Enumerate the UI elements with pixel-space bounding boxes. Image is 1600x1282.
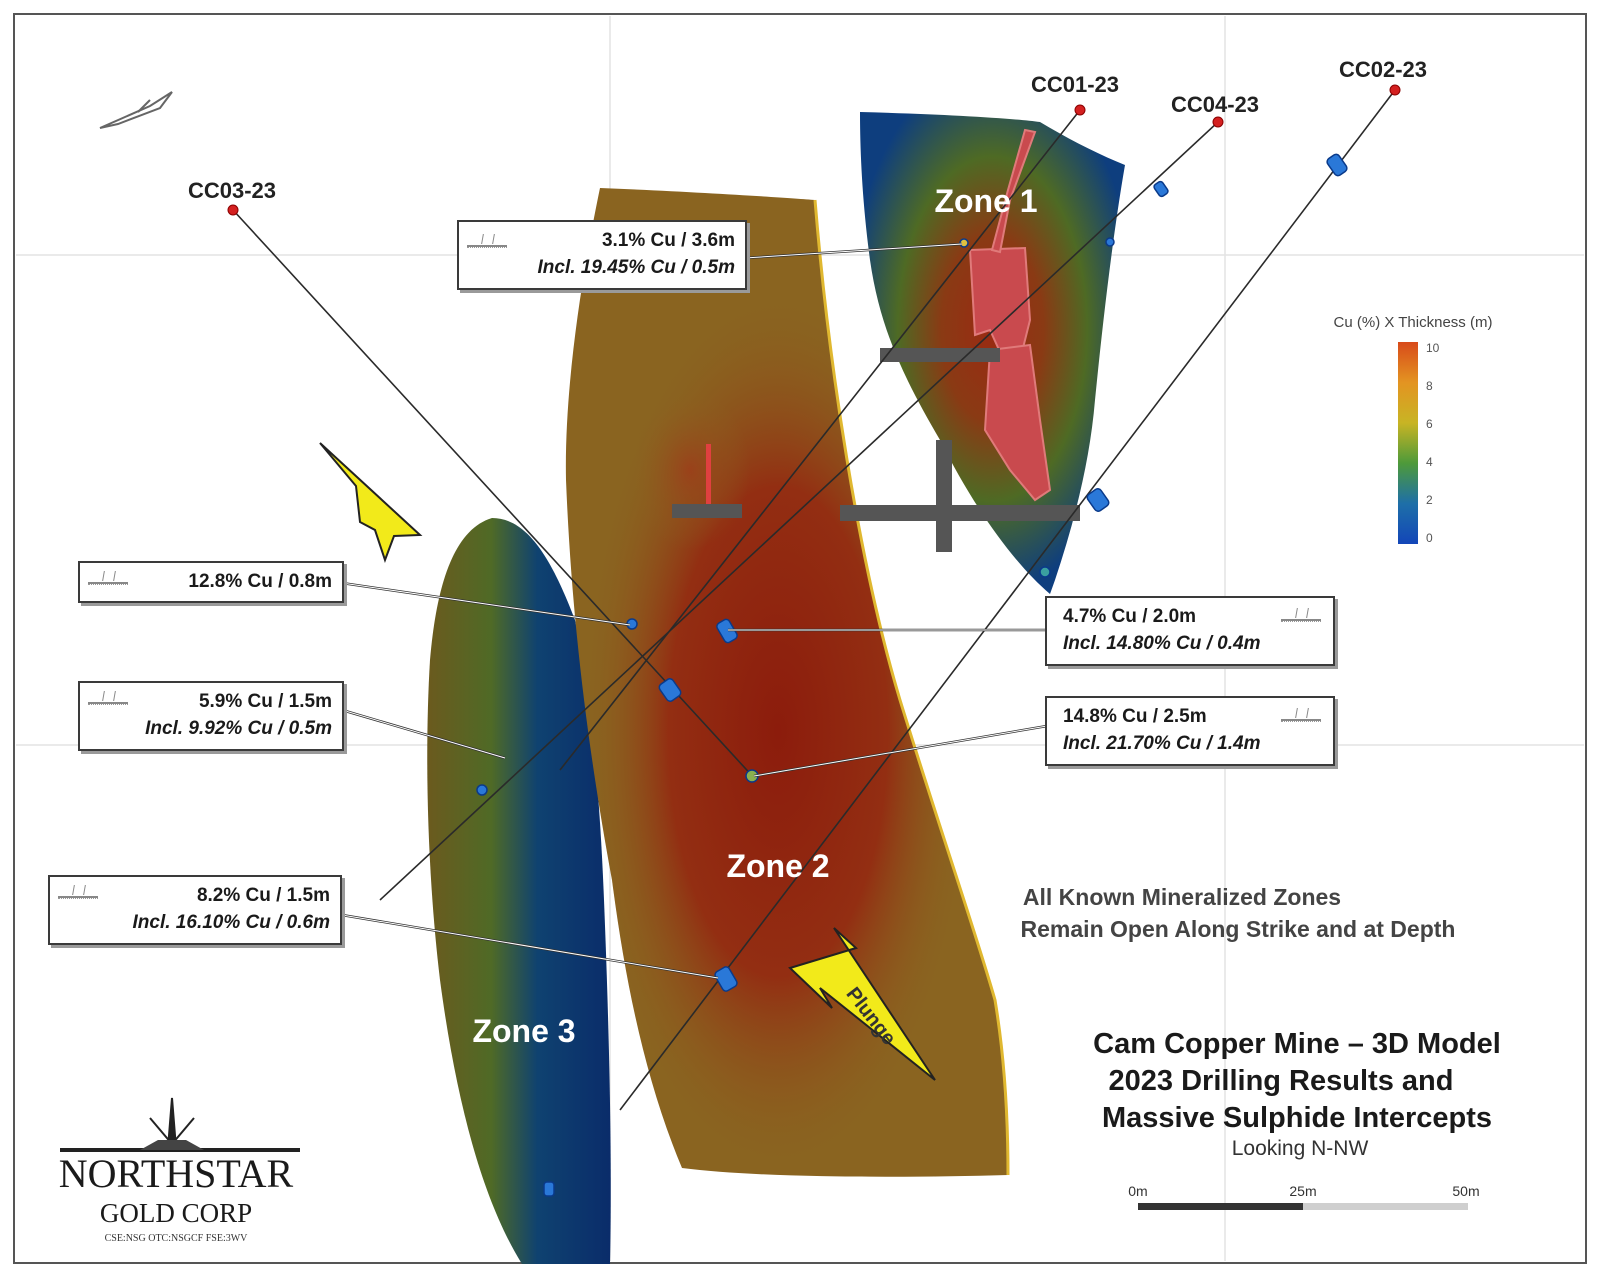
- zone-3-shape: [427, 518, 611, 1264]
- zone-1-label: Zone 1: [934, 183, 1037, 219]
- zone-2-label: Zone 2: [726, 848, 829, 884]
- callout-line-2: Incl. 9.92% Cu / 0.5m: [145, 718, 332, 739]
- northstar-mini-logo-icon: [88, 691, 128, 711]
- callout-line-2: Incl. 14.80% Cu / 0.4m: [1063, 633, 1261, 654]
- northstar-mini-logo-icon: [467, 234, 507, 254]
- northstar-mini-logo-icon: [1281, 608, 1321, 628]
- northstar-mini-logo-icon: [58, 885, 98, 905]
- intercept-callout-14-8-cu: 14.8% Cu / 2.5m Incl. 21.70% Cu / 1.4m: [1045, 696, 1335, 766]
- callout-line-2: Incl. 21.70% Cu / 1.4m: [1063, 733, 1261, 754]
- drillhole-label-cc02-23: CC02-23: [1339, 57, 1427, 82]
- legend-tick-label: 8: [1426, 379, 1433, 393]
- view-direction: Looking N-NW: [1232, 1137, 1369, 1160]
- drillhole-cc04-23-trace: [379, 121, 1219, 901]
- intercept-callout-8-2-cu: 8.2% Cu / 1.5m Incl. 16.10% Cu / 0.6m: [48, 875, 342, 945]
- figure-title-line-1: Cam Copper Mine – 3D Model: [1093, 1028, 1501, 1060]
- callout-line-1: 4.7% Cu / 2.0m: [1063, 606, 1197, 627]
- intercept-callout-3-1-cu: 3.1% Cu / 3.6m Incl. 19.45% Cu / 0.5m: [457, 220, 747, 290]
- zone-1-sulphide-bodies: [968, 128, 1052, 502]
- callout-line-1: 5.9% Cu / 1.5m: [198, 691, 332, 712]
- open-zones-note-line-2: Remain Open Along Strike and at Depth: [1021, 916, 1456, 942]
- drillhole-label-cc04-23: CC04-23: [1171, 92, 1259, 117]
- legend-ticks: 10 8 6 4 2 0: [1426, 341, 1440, 545]
- callout-line-1: 12.8% Cu / 0.8m: [188, 571, 332, 592]
- plunge-arrow-icon: [788, 927, 936, 1081]
- legend-tick-label: 0: [1426, 531, 1433, 545]
- drillhole-cc02-23-trace: [619, 89, 1396, 1111]
- intercept-markers: [476, 153, 1348, 1197]
- northstar-mini-logo-icon: [1281, 708, 1321, 728]
- callout-line-1: 8.2% Cu / 1.5m: [196, 885, 330, 906]
- logo-subname: GOLD CORP: [100, 1198, 252, 1228]
- northstar-logo-mark: [60, 1097, 300, 1152]
- callout-line-1: 14.8% Cu / 2.5m: [1063, 706, 1207, 727]
- legend-tick-label: 2: [1426, 493, 1433, 507]
- logo-name: NORTHSTAR: [59, 1151, 294, 1196]
- northstar-mini-logo-icon: [88, 571, 128, 591]
- figure-title-line-2: 2023 Drilling Results and: [1109, 1065, 1454, 1097]
- intercept-callout-12-8-cu: 12.8% Cu / 0.8m: [78, 561, 344, 603]
- mine-workings: [672, 348, 1080, 552]
- drillhole-label-cc03-23: CC03-23: [188, 178, 276, 203]
- scale-label-25: 25m: [1289, 1183, 1316, 1199]
- zone-3-label: Zone 3: [472, 1013, 575, 1049]
- figure-title-line-3: Massive Sulphide Intercepts: [1102, 1102, 1492, 1134]
- legend-tick-label: 4: [1426, 455, 1433, 469]
- zone-2-upper-shading: [630, 390, 750, 550]
- intercept-callout-5-9-cu: 5.9% Cu / 1.5m Incl. 9.92% Cu / 0.5m: [78, 681, 344, 751]
- scale-label-0: 0m: [1128, 1183, 1147, 1199]
- callout-line-2: Incl. 19.45% Cu / 0.5m: [537, 257, 735, 278]
- scale-label-50: 50m: [1452, 1183, 1479, 1199]
- callout-line-2: Incl. 16.10% Cu / 0.6m: [132, 912, 330, 933]
- open-zones-note-line-1: All Known Mineralized Zones: [1023, 884, 1341, 910]
- orientation-arrow-icon: [99, 91, 173, 129]
- drillhole-collars: [227, 84, 1401, 216]
- legend-color-bar: [1398, 342, 1418, 544]
- legend-tick-label: 6: [1426, 417, 1433, 431]
- drillhole-label-cc01-23: CC01-23: [1031, 72, 1119, 97]
- logo-tickers: CSE:NSG OTC:NSGCF FSE:3WV: [105, 1233, 249, 1244]
- scale-bar: [1138, 1203, 1468, 1210]
- legend-title: Cu (%) X Thickness (m): [1334, 314, 1493, 331]
- legend-tick-label: 10: [1426, 341, 1440, 355]
- zone-2-edge: [813, 199, 1010, 1176]
- strike-arrow-icon: [319, 442, 423, 563]
- callout-line-1: 3.1% Cu / 3.6m: [601, 230, 735, 251]
- drillhole-cc01-23-trace: [559, 109, 1081, 771]
- intercept-callout-4-7-cu: 4.7% Cu / 2.0m Incl. 14.80% Cu / 0.4m: [1045, 596, 1335, 666]
